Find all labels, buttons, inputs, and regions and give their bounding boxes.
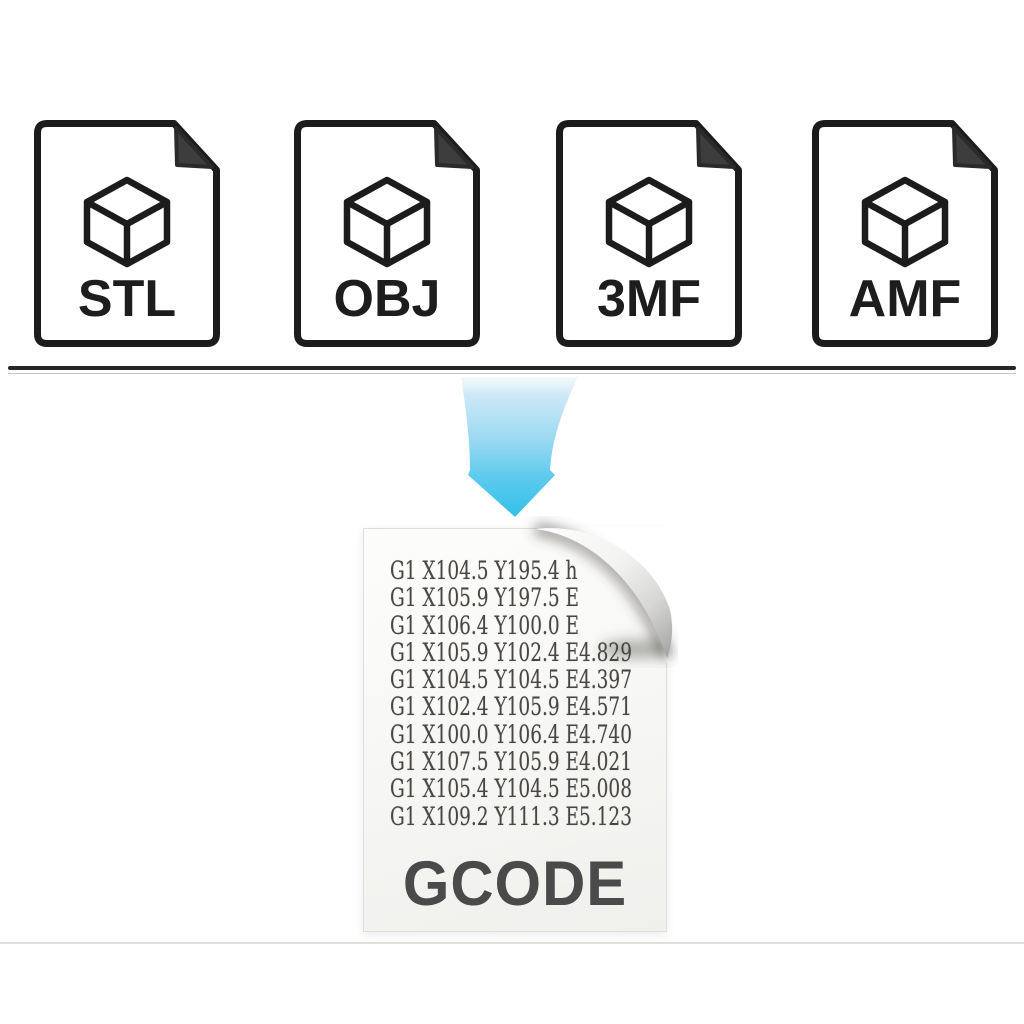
- curl-background-cover: [535, 527, 675, 664]
- down-arrow-icon: [461, 377, 578, 517]
- gcode-line: G1 X104.5 Y104.5 E4.397: [390, 665, 632, 695]
- cube-3d-icon: [605, 176, 693, 268]
- format-label-stl: STL: [77, 270, 177, 328]
- gcode-line: G1 X105.4 Y104.5 E5.008: [390, 774, 632, 804]
- folded-corner-icon: [952, 126, 992, 169]
- document-icon: [34, 120, 220, 347]
- document-icon: [294, 120, 480, 347]
- file-icon-3mf: 3MF: [555, 119, 743, 348]
- gcode-paper: G1 X104.5 Y195.4 h G1 X105.9 Y197.5 E G1…: [363, 528, 667, 932]
- divider-line: [8, 366, 1016, 370]
- folded-corner-icon: [434, 126, 474, 169]
- page-curl: [533, 522, 675, 664]
- document-icon: [556, 120, 742, 347]
- document-icon: [812, 120, 998, 347]
- cube-3d-icon: [861, 176, 949, 268]
- cube-3d-icon: [343, 176, 431, 268]
- curl-flap: [535, 528, 673, 658]
- folded-corner-icon: [696, 126, 736, 169]
- bottom-divider-line: [0, 942, 1024, 944]
- file-icon-obj: OBJ: [293, 119, 481, 348]
- file-icon-stl: STL: [33, 119, 221, 348]
- format-label-obj: OBJ: [333, 270, 441, 328]
- folded-corner-icon: [174, 126, 214, 169]
- format-label-3mf: 3MF: [597, 270, 701, 328]
- gcode-label: GCODE: [402, 849, 628, 919]
- format-label-amf: AMF: [848, 270, 962, 328]
- gcode-line: G1 X105.9 Y197.5 E: [390, 583, 580, 613]
- gcode-line: G1 X106.4 Y100.0 E: [390, 610, 580, 640]
- gcode-line: G1 X104.5 Y195.4 h: [390, 556, 578, 585]
- gcode-text-block: G1 X104.5 Y195.4 h G1 X105.9 Y197.5 E G1…: [390, 557, 660, 830]
- gcode-line: G1 X109.2 Y111.3 E5.123: [390, 801, 632, 831]
- gcode-line: G1 X102.4 Y105.9 E4.571: [390, 692, 632, 722]
- divider-shadow-line: [8, 373, 1016, 374]
- curl-shadow: [533, 522, 674, 661]
- cube-3d-icon: [83, 176, 171, 268]
- gcode-line: G1 X100.0 Y106.4 E4.740: [390, 719, 632, 749]
- file-icon-amf: AMF: [811, 119, 999, 348]
- gcode-line: G1 X107.5 Y105.9 E4.021: [390, 747, 632, 777]
